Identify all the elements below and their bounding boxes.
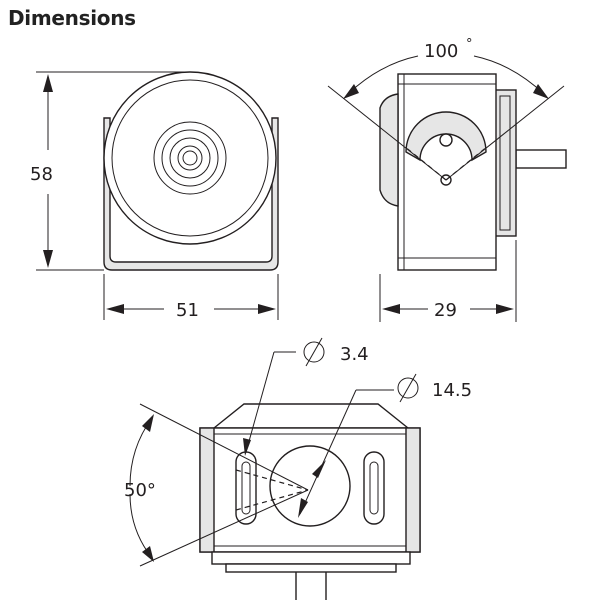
diagram-title: Dimensions [8, 6, 136, 30]
degree-symbol: ° [466, 37, 473, 52]
tilt-angle-label: 50° [124, 480, 156, 501]
depth-label: 29 [434, 300, 457, 321]
width-label: 51 [176, 300, 199, 321]
front-view [103, 71, 279, 271]
width-dimension: 51 [103, 274, 279, 321]
side-view [379, 73, 567, 271]
hole-diameter-callout: 3.4 [243, 337, 369, 456]
mount-diameter-callout: 14.5 [298, 373, 472, 518]
rotation-angle-label: 100 [424, 41, 458, 62]
height-dimension: 58 [30, 71, 194, 271]
mount-diameter-label: 14.5 [432, 380, 472, 401]
bottom-view [199, 403, 421, 600]
depth-dimension: 29 [379, 240, 517, 322]
rotation-dimension: 100 ° [327, 37, 565, 181]
hole-diameter-label: 3.4 [340, 344, 369, 365]
tilt-dimension: 50° [124, 403, 309, 567]
height-label: 58 [30, 164, 53, 185]
